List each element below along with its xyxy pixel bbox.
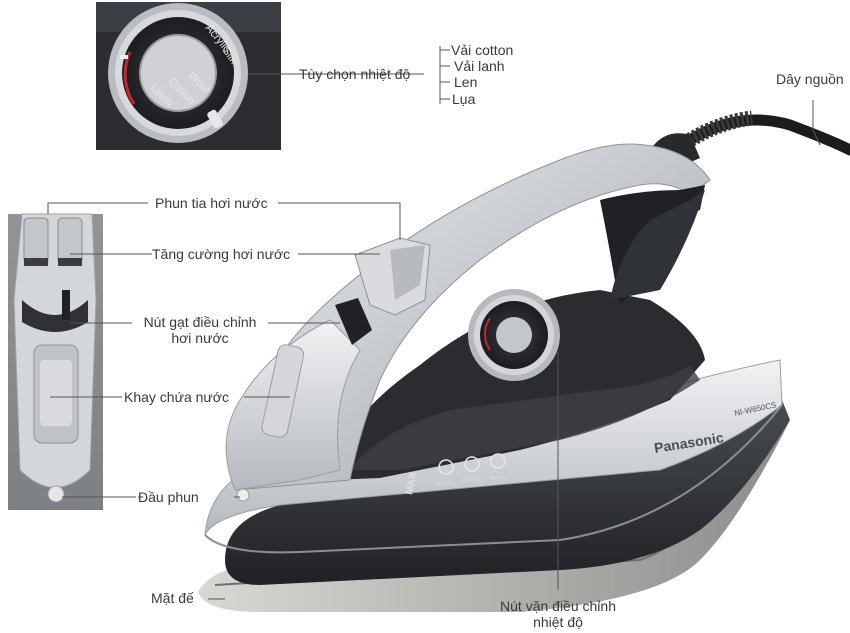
label-temperature-dial: Nút vặn điều chỉnh nhiệt độ	[486, 598, 630, 630]
label-soleplate: Mặt đế	[151, 590, 194, 606]
dial-closeup-inset: Acrylic Silk Wool Cotton Linen	[96, 2, 281, 150]
feature-icons: Anti Drip Calc Out Vertical	[436, 453, 506, 487]
label-steam-lever-line2: hơi nước	[171, 330, 229, 346]
label-fabric-linen: Vải lanh	[454, 58, 505, 74]
feature-calc-out: Calc Out	[462, 478, 482, 484]
label-temperature-option: Tùy chọn nhiệt độ	[299, 66, 411, 82]
label-fabric-cotton: Vải cotton	[451, 42, 514, 58]
label-spray: Phun tia hơi nước	[155, 195, 268, 211]
label-spray-nozzle: Đầu phun	[138, 489, 199, 505]
label-fabric-wool: Len	[454, 74, 478, 90]
label-power-cord: Dây nguồn	[776, 71, 844, 87]
max-marking: MAX	[404, 471, 419, 495]
feature-vertical: Vertical	[489, 475, 505, 481]
label-steam-lever: Nút gạt điều chỉnh hơi nước	[134, 314, 266, 346]
label-fabric-silk: Lụa	[452, 91, 476, 107]
label-steam-boost: Tăng cường hơi nước	[152, 246, 291, 262]
handle-topview-inset	[8, 213, 103, 510]
label-steam-lever-line1: Nút gạt điều chỉnh	[143, 314, 257, 330]
steam-iron: Panasonic NI-W650CS MAX Anti Drip Calc O…	[198, 110, 850, 612]
feature-anti-drip: Anti Drip	[436, 481, 455, 487]
label-water-tank: Khay chứa nước	[124, 389, 229, 405]
leader-lines	[47, 46, 821, 600]
label-temperature-dial-line1: Nút vặn điều chỉnh	[500, 598, 616, 614]
label-temperature-dial-line2: nhiệt độ	[533, 614, 583, 630]
